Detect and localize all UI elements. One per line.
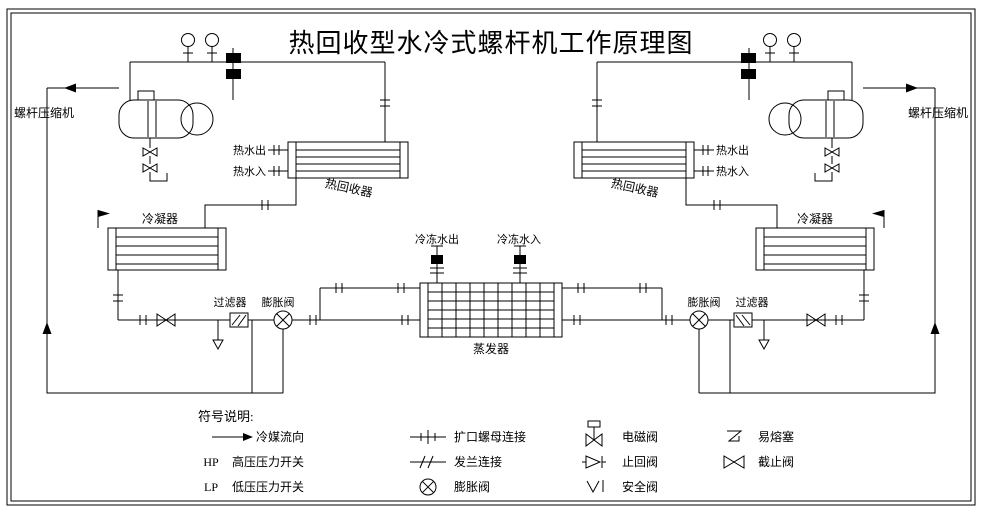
expansion-valve-icon	[419, 478, 437, 496]
legend-item: LP 低压压力开关	[204, 480, 304, 494]
label-evaporator: 蒸发器	[473, 341, 509, 356]
diagram-labels: 螺杆压缩机 螺杆压缩机 热水出 热水入 热水出 热水入 热回收器 热回收器 冷凝…	[14, 105, 968, 356]
label-hot-water-in-left: 热水入	[233, 165, 266, 178]
legend-item-label: 电磁阀	[622, 429, 658, 444]
legend-item: 扩口螺母连接	[410, 429, 526, 444]
legend-item-label: 发兰连接	[454, 454, 502, 469]
label-chilled-water-in: 冷冻水入	[497, 232, 541, 246]
label-compressor-right: 螺杆压缩机	[908, 105, 968, 120]
legend-item: 易熔塞	[727, 429, 794, 444]
check-valve-icon	[582, 455, 606, 469]
label-chilled-water-out: 冷冻水出	[415, 232, 459, 246]
fusible-plug-icon	[727, 430, 743, 442]
flow-arrow-icon	[212, 433, 253, 441]
legend-item: 止回阀	[582, 455, 658, 469]
page-title: 热回收型水冷式螺杆机工作原理图	[288, 29, 693, 58]
label-filter-right: 过滤器	[736, 296, 769, 309]
label-expansion-valve-left: 膨胀阀	[262, 295, 295, 309]
flare-nut-icon	[410, 430, 446, 444]
legend-item-label: 低压压力开关	[232, 480, 304, 494]
left-circuit-artwork	[42, 33, 421, 394]
legend-item-label: 高压压力开关	[232, 454, 304, 469]
label-filter-left: 过滤器	[214, 296, 247, 309]
right-circuit-artwork	[561, 33, 940, 394]
legend-item: 安全阀	[586, 479, 658, 494]
safety-valve-icon	[586, 480, 604, 494]
legend-item: 膨胀阀	[419, 478, 490, 496]
legend-item: HP 高压压力开关	[203, 454, 304, 469]
legend-item-label: 安全阀	[622, 479, 658, 494]
sheet-border	[6, 8, 976, 506]
hp-switch-icon: HP	[203, 455, 219, 469]
stop-valve-icon	[723, 455, 745, 469]
legend-item-label: 膨胀阀	[454, 480, 490, 494]
label-condenser-right: 冷凝器	[797, 211, 833, 226]
label-compressor-left: 螺杆压缩机	[14, 105, 74, 120]
legend-item-label: 截止阀	[758, 455, 794, 469]
legend-item-label: 易熔塞	[758, 429, 794, 444]
legend: 符号说明: 冷媒流向 HP 高压压力开关 LP 低压压力开关 扩口螺母连接	[198, 409, 794, 496]
legend-title: 符号说明:	[198, 409, 254, 424]
legend-item-label: 冷媒流向	[256, 429, 304, 444]
legend-item-label: 扩口螺母连接	[454, 429, 526, 444]
label-hot-water-out-right: 热水出	[716, 143, 749, 157]
label-heat-recovery-left: 热回收器	[324, 176, 374, 200]
evaporator-group	[419, 245, 563, 338]
lp-switch-icon: LP	[204, 480, 218, 494]
legend-item: 冷媒流向	[212, 429, 304, 444]
solenoid-valve-icon	[585, 420, 603, 447]
flange-icon	[410, 455, 446, 469]
label-hot-water-in-right: 热水入	[716, 165, 749, 178]
label-heat-recovery-right: 热回收器	[610, 176, 660, 200]
legend-item-label: 止回阀	[622, 455, 658, 469]
label-hot-water-out-left: 热水出	[233, 143, 266, 157]
label-expansion-valve-right: 膨胀阀	[688, 295, 721, 309]
label-condenser-left: 冷凝器	[142, 211, 178, 226]
legend-item: 电磁阀	[585, 420, 658, 447]
legend-item: 发兰连接	[410, 454, 502, 469]
legend-item: 截止阀	[723, 455, 794, 469]
